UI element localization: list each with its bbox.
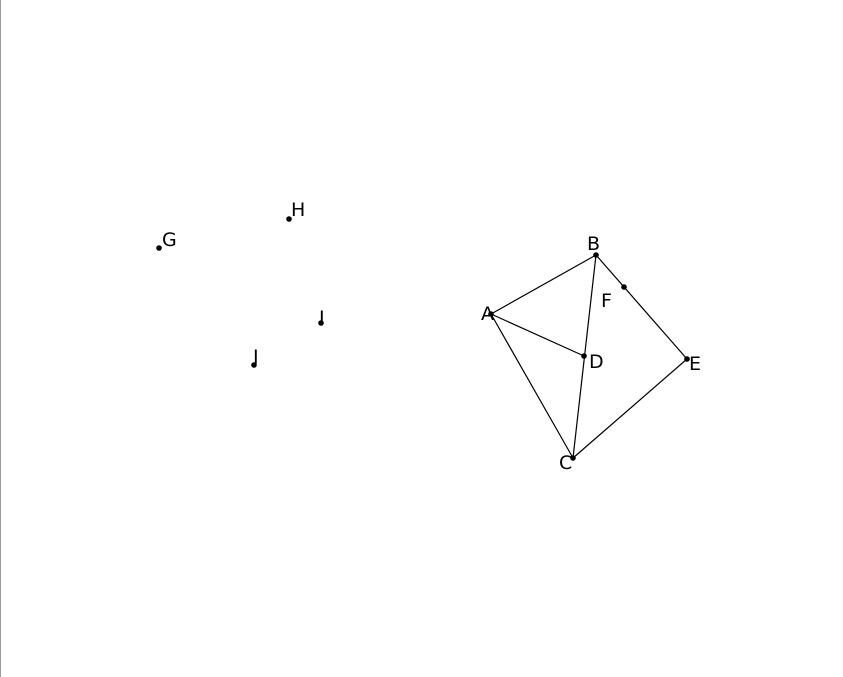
points-layer <box>156 216 690 461</box>
point-a[interactable] <box>488 311 494 317</box>
point-label-i: I <box>319 307 325 329</box>
point-e[interactable] <box>684 356 690 362</box>
point-label-f: F <box>601 290 612 312</box>
point-label-b: B <box>587 233 600 255</box>
point-g[interactable] <box>156 245 162 251</box>
point-label-c: C <box>559 452 572 474</box>
point-label-j: J <box>252 346 259 368</box>
segment-be[interactable] <box>595 254 688 360</box>
segment-ac[interactable] <box>490 313 574 459</box>
point-label-g: G <box>162 229 177 251</box>
segment-ce[interactable] <box>572 358 688 459</box>
point-d[interactable] <box>581 353 587 359</box>
point-b[interactable] <box>593 252 599 258</box>
point-label-e: E <box>689 353 701 375</box>
point-f[interactable] <box>621 284 627 290</box>
point-h[interactable] <box>286 216 292 222</box>
point-j[interactable] <box>251 362 257 368</box>
point-label-h: H <box>291 199 305 221</box>
point-c[interactable] <box>570 455 576 461</box>
point-label-d: D <box>589 351 604 373</box>
segments-layer <box>490 254 688 459</box>
segment-ab[interactable] <box>490 254 597 315</box>
point-i[interactable] <box>318 320 324 326</box>
point-label-a: A <box>481 303 494 325</box>
segment-ad[interactable] <box>490 313 585 357</box>
